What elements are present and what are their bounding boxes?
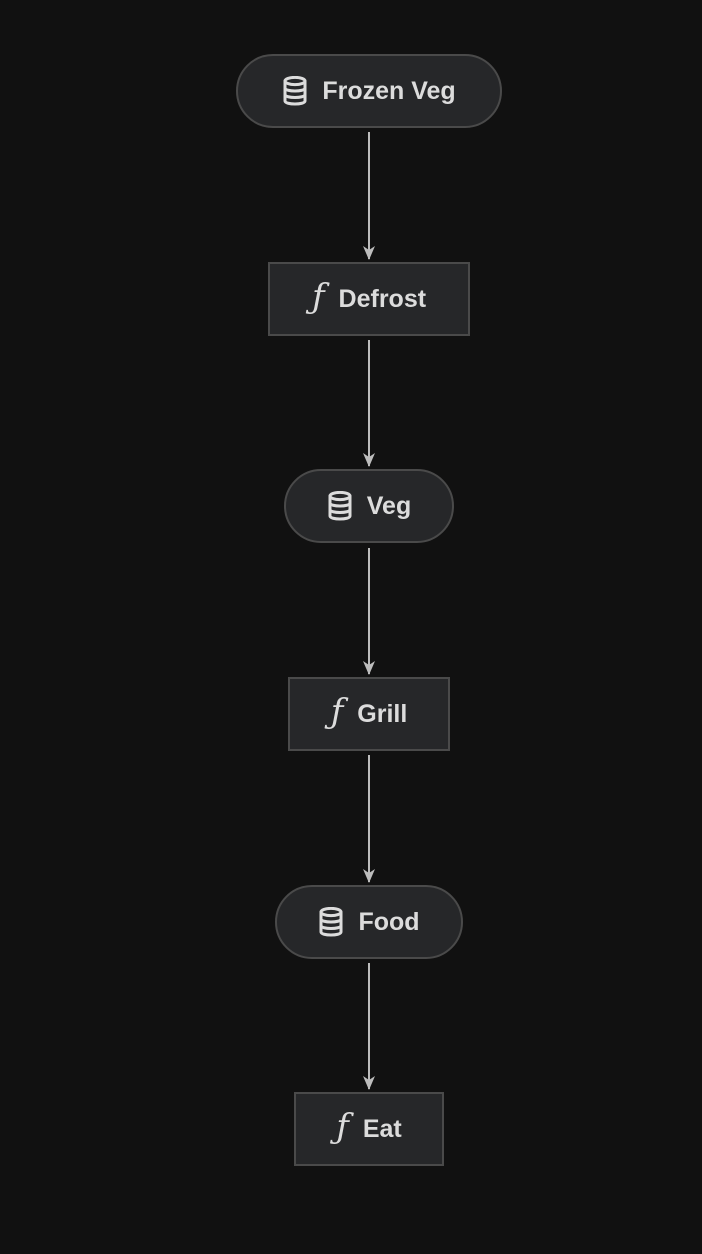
database-icon	[282, 76, 308, 106]
function-icon: ƒ	[330, 692, 344, 732]
node-label: Eat	[362, 1114, 402, 1143]
node-label: Defrost	[338, 284, 427, 313]
node-grill[interactable]: ƒ Grill	[288, 677, 450, 751]
node-defrost[interactable]: ƒ Defrost	[268, 262, 470, 336]
function-icon: ƒ	[311, 277, 325, 317]
node-frozen-veg[interactable]: Frozen Veg	[236, 54, 502, 128]
node-label: Grill	[357, 699, 408, 728]
node-label: Food	[358, 907, 420, 936]
database-icon	[327, 491, 353, 521]
node-food[interactable]: Food	[275, 885, 463, 959]
node-veg[interactable]: Veg	[284, 469, 454, 543]
node-eat[interactable]: ƒ Eat	[294, 1092, 444, 1166]
node-label: Veg	[366, 491, 412, 520]
database-icon	[318, 907, 344, 937]
function-icon: ƒ	[336, 1107, 349, 1147]
node-label: Frozen Veg	[322, 76, 456, 105]
